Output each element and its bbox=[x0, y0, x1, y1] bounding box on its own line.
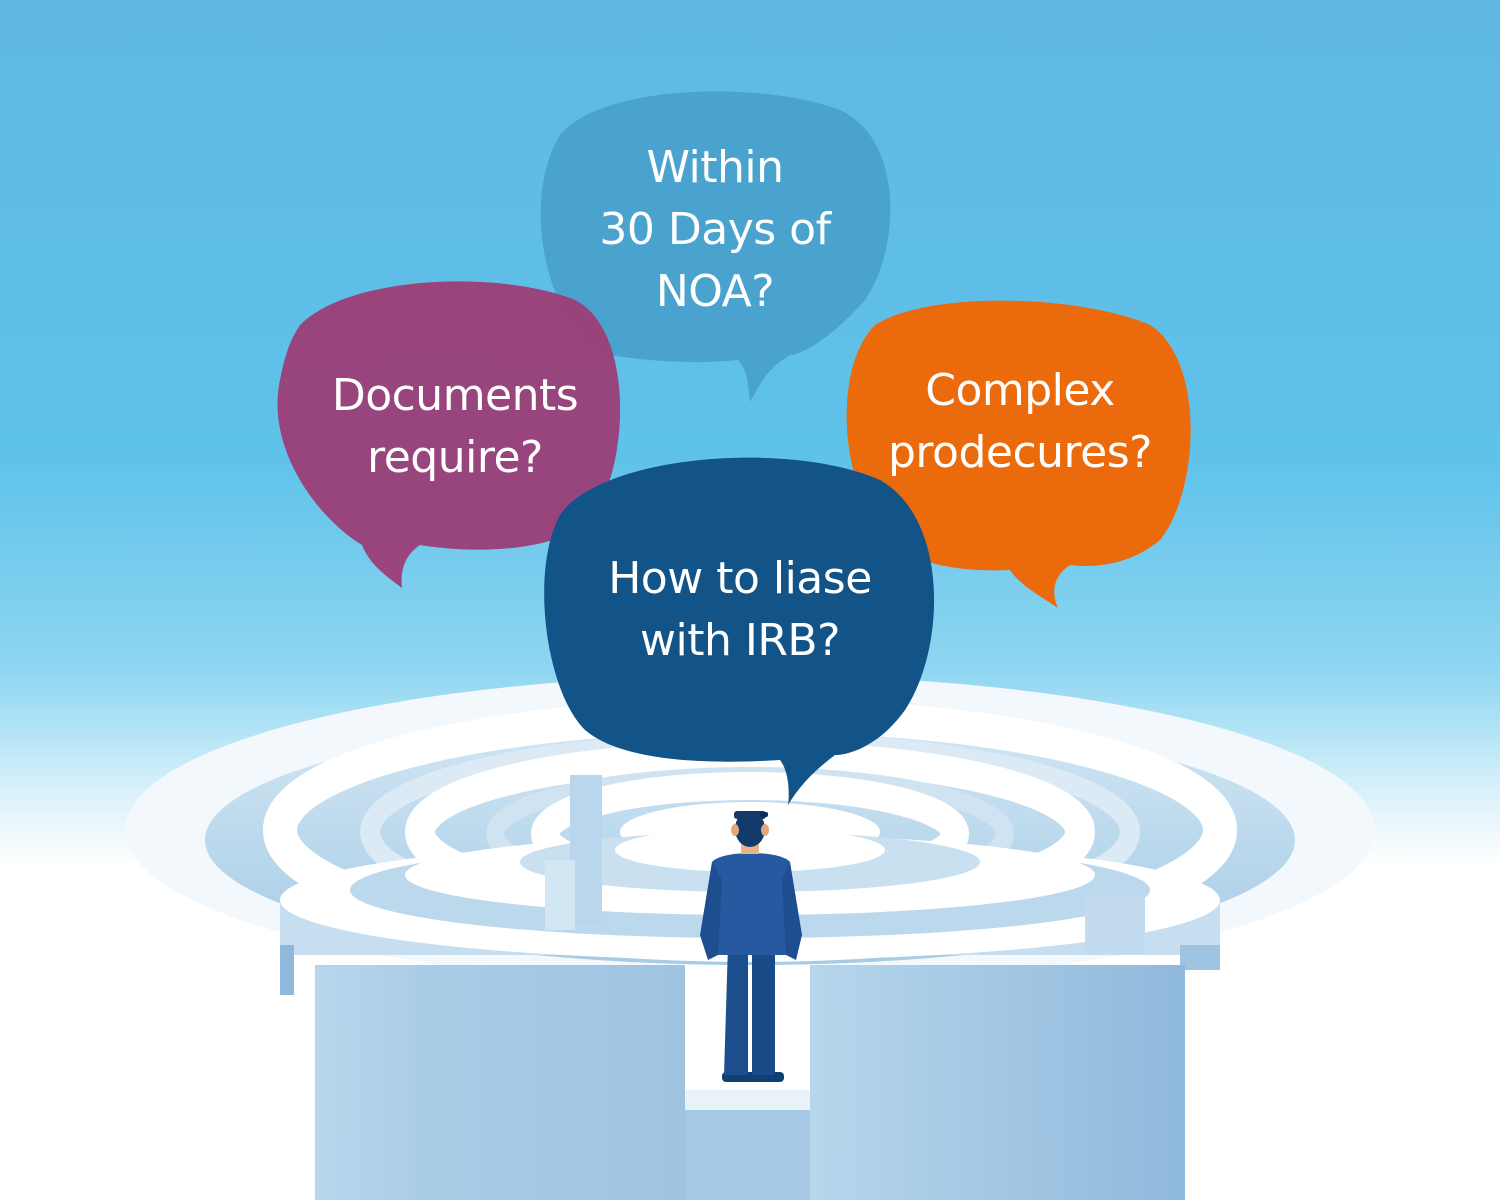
documents-line-1: Documents bbox=[331, 370, 579, 421]
irb-line-2: with IRB? bbox=[640, 615, 840, 666]
noa-question-text: Within 30 Days of NOA? bbox=[560, 137, 870, 323]
noa-line-2: 30 Days of bbox=[599, 204, 831, 255]
circular-maze-icon bbox=[125, 675, 1375, 1200]
noa-line-1: Within bbox=[646, 142, 784, 193]
documents-line-2: require? bbox=[367, 432, 543, 483]
speech-bubble-complex bbox=[846, 300, 1191, 608]
speech-bubble-noa bbox=[540, 91, 891, 403]
businessman-figure-icon bbox=[700, 811, 802, 1082]
irb-line-1: How to liase bbox=[608, 553, 872, 604]
complex-question-text: Complex prodecures? bbox=[860, 360, 1180, 484]
speech-bubble-irb bbox=[544, 457, 935, 805]
complex-line-1: Complex bbox=[925, 365, 1115, 416]
documents-question-text: Documents require? bbox=[300, 365, 610, 489]
irb-question-text: How to liase with IRB? bbox=[570, 548, 910, 672]
noa-line-3: NOA? bbox=[655, 266, 775, 317]
complex-line-2: prodecures? bbox=[887, 427, 1153, 478]
speech-bubble-documents bbox=[277, 281, 621, 588]
